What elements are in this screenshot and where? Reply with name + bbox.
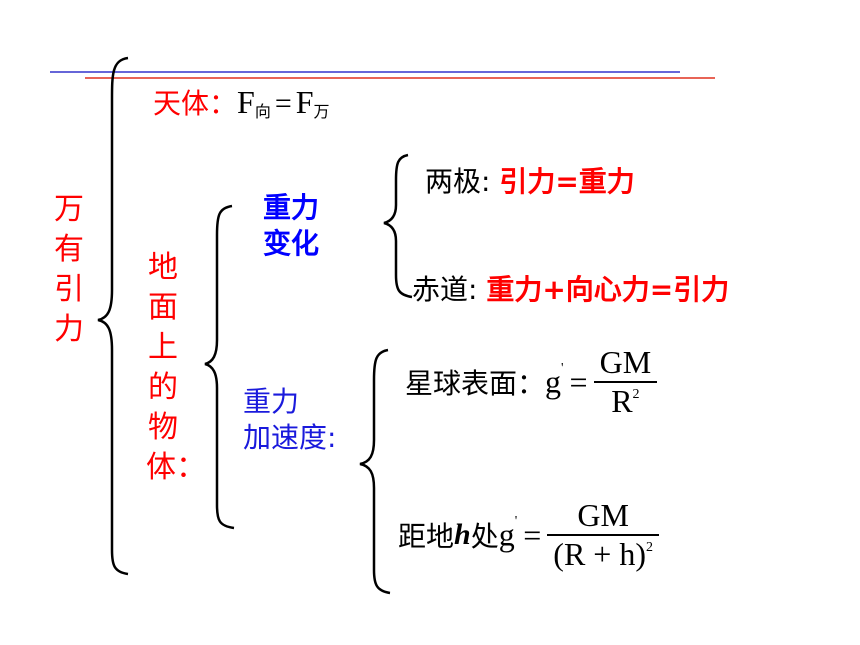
force-f-right: F [295, 84, 314, 120]
force-sub-right: 万 [313, 102, 330, 121]
force-f-left: F [237, 84, 255, 120]
surface-denominator: R2 [593, 381, 658, 420]
height-label-pre: 距地 [398, 520, 455, 553]
gravity-change-line1: 重力 [263, 191, 320, 224]
gravity-change-label: 重力 变化 [263, 190, 319, 262]
height-prime: ' [514, 514, 518, 529]
surface-label: 星球表面： [405, 367, 546, 400]
celestial-row: 天体：F向=F万 [153, 82, 330, 132]
height-numerator: GM [577, 497, 629, 533]
height-label-h: h [454, 518, 471, 551]
brace-small-icon [383, 153, 413, 299]
brace-large-icon [97, 56, 129, 576]
gravity-change-line2: 变化 [263, 227, 320, 260]
equator-value: 重力+向心力=引力 [486, 273, 730, 306]
brace-medium-icon [204, 204, 235, 530]
gravity-accel-label: 重力 加速度: [243, 384, 336, 456]
height-formula: 距地h处g'=GM(R + h)2 [398, 497, 659, 573]
height-label-post: 处 [470, 520, 499, 553]
height-g: g [498, 516, 515, 553]
force-sub-left: 向 [254, 102, 271, 121]
equator-row: 赤道: 重力+向心力=引力 [412, 268, 729, 308]
surface-equals: = [569, 363, 588, 400]
height-fraction: GM(R + h)2 [547, 497, 659, 573]
poles-value: 引力=重力 [499, 165, 635, 198]
gravity-accel-line1: 重力 [243, 385, 300, 418]
surface-g: g [545, 363, 562, 400]
root-label: 万有引力 [54, 192, 84, 347]
poles-row: 两极: 引力=重力 [425, 160, 635, 200]
celestial-label: 天体： [153, 87, 238, 120]
height-denominator: (R + h)2 [547, 534, 659, 573]
poles-label: 两极: [425, 165, 491, 198]
height-equals: = [523, 516, 542, 553]
force-equals: = [274, 87, 292, 120]
surface-prime: ' [561, 361, 564, 376]
surface-numerator: GM [599, 344, 652, 380]
gravity-accel-line2: 加速度: [243, 421, 337, 454]
brace-accel-icon [359, 348, 391, 595]
equator-label: 赤道: [412, 273, 478, 306]
ground-label: 地面上的物体： [146, 250, 206, 485]
